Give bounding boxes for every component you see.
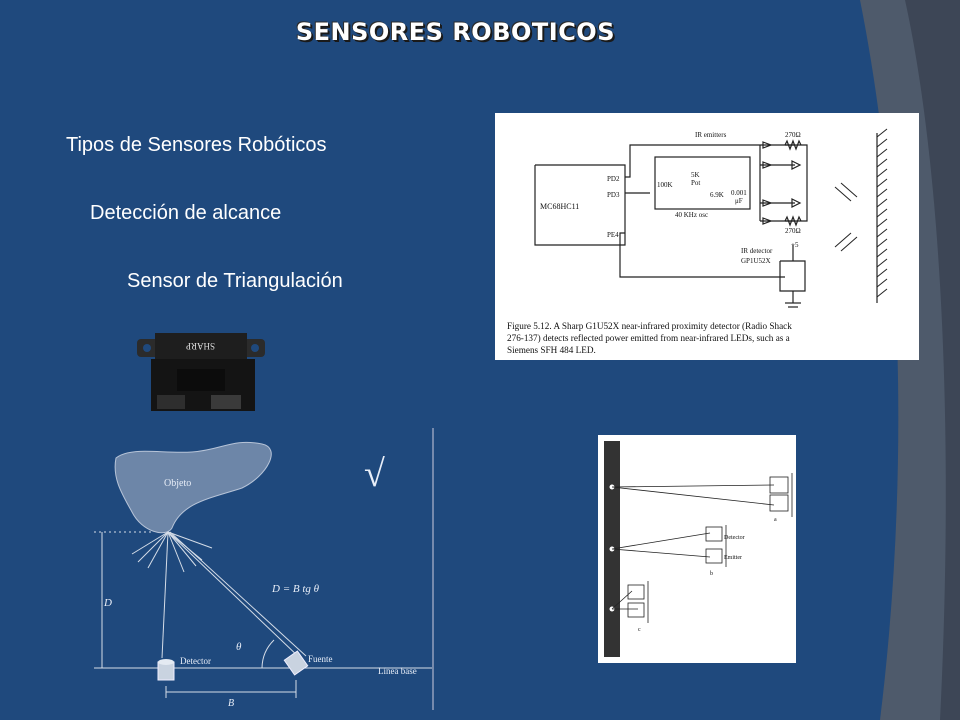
bullet-sensor-triangulacion: Sensor de Triangulación: [127, 270, 343, 292]
label-plus5: +5: [791, 241, 799, 249]
label-pd2: PD2: [607, 175, 620, 183]
label-cap-unit: μF: [735, 197, 743, 205]
slide-title-text: SENSORES ROBOTICOS: [295, 18, 615, 46]
check-mark: √: [364, 453, 385, 495]
label-270-top: 270Ω: [785, 131, 801, 139]
slide-title: SENSORES ROBOTICOS: [0, 18, 945, 46]
label-69k: 6.9K: [710, 191, 724, 199]
label-a: a: [774, 517, 777, 523]
d-label: D: [103, 597, 112, 609]
label-pot-5k: 5K: [691, 171, 700, 179]
label-pd3: PD3: [607, 191, 620, 199]
label-mcu: MC68HC11: [540, 202, 579, 211]
label-pot: Pot: [691, 179, 700, 187]
linea-base-label: Línea base: [378, 666, 417, 676]
label-cap: 0.001: [731, 189, 747, 197]
sharp-label: SHARP: [186, 341, 215, 351]
bullet-deteccion-alcance: Detección de alcance: [90, 202, 282, 224]
label-pe4: PE4: [607, 231, 619, 239]
circuit-diagram: IR emitters MC68HC11 PD2 PD3 PE4 100K 5K…: [507, 128, 888, 355]
caption-line-2: 276-137) detects reflected power emitted…: [507, 333, 790, 343]
caption-line-1: Figure 5.12. A Sharp G1U52X near-infrare…: [507, 321, 792, 331]
b-label: B: [228, 698, 234, 709]
caption-line-3: Siemens SFH 484 LED.: [507, 345, 596, 355]
label-270-bottom: 270Ω: [785, 227, 801, 235]
label-c: c: [638, 627, 641, 633]
label-ir-detector: IR detector: [741, 247, 773, 255]
label-gp1u52x: GP1U52X: [741, 257, 771, 265]
formula: D = B tg θ: [271, 583, 320, 595]
label-ir-emitters: IR emitters: [695, 131, 727, 139]
distance-figure: a Detector Emitter b c: [598, 435, 796, 663]
triangulation-diagram: Objeto D D = B tg θ θ Detector: [92, 428, 437, 710]
bullet-tipos-sensores: Tipos de Sensores Robóticos: [66, 134, 327, 156]
fuente-label: Fuente: [308, 654, 333, 664]
label-detector: Detector: [724, 535, 745, 541]
sharp-sensor-photo: SHARP: [137, 333, 265, 413]
label-osc: 40 KHz osc: [675, 211, 708, 219]
label-b: b: [710, 571, 713, 577]
label-100k: 100K: [657, 181, 673, 189]
circuit-figure: IR emitters MC68HC11 PD2 PD3 PE4 100K 5K…: [495, 113, 919, 360]
detector-label: Detector: [180, 656, 211, 666]
theta-label: θ: [236, 641, 242, 653]
sharp-sensor-image: SHARP: [137, 333, 265, 411]
objeto-label: Objeto: [164, 478, 191, 489]
label-emitter: Emitter: [724, 555, 742, 561]
